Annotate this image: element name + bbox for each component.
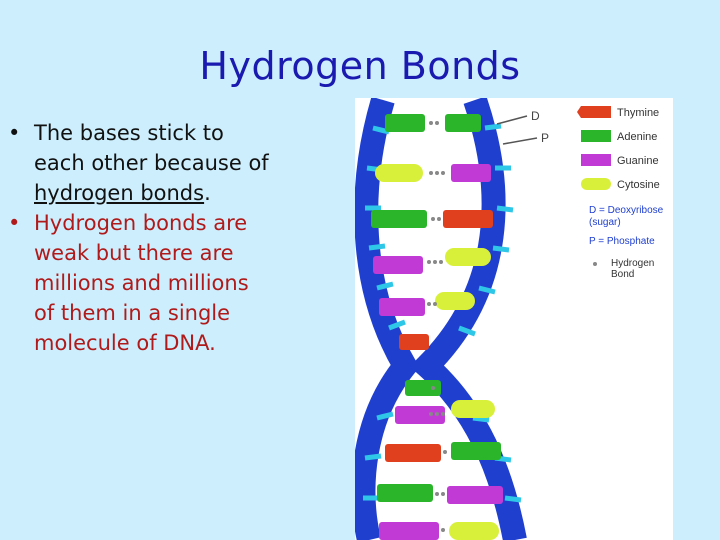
- legend-swatch-thymine: [577, 106, 611, 118]
- bullet-list: • The bases stick to each other because …: [8, 118, 348, 358]
- legend-swatch-cytosine: [581, 178, 611, 190]
- legend-label-cytosine: Cytosine: [617, 179, 660, 191]
- bullet-underlined-term: hydrogen bonds: [34, 181, 205, 205]
- legend-label-thymine: Thymine: [617, 107, 659, 119]
- legend-swatch-adenine: [581, 130, 611, 142]
- bullet-line: weak but there are: [34, 241, 234, 265]
- base-guanine: [451, 164, 491, 182]
- base-cytosine: [445, 248, 491, 266]
- legend-label-guanine: Guanine: [617, 155, 659, 167]
- bullet-line: molecule of DNA.: [34, 331, 216, 355]
- legend-hbond-line1: Hydrogen: [611, 258, 654, 269]
- bullet-item-hydrogen-bonds: • Hydrogen bonds are weak but there are …: [8, 208, 348, 358]
- slide-title: Hydrogen Bonds: [199, 44, 521, 88]
- base-adenine: [371, 210, 427, 228]
- bullet-dot: •: [8, 121, 21, 145]
- base-pairs: [371, 114, 503, 540]
- legend-sugar: (sugar): [589, 217, 621, 228]
- d-label: D: [531, 109, 540, 123]
- backbone-markings: [363, 123, 522, 503]
- base-adenine: [445, 114, 481, 132]
- dna-backbone-left: [355, 98, 420, 540]
- bullet-line: each other because of: [34, 151, 269, 175]
- base-cytosine: [449, 522, 499, 540]
- base-guanine: [379, 522, 439, 540]
- base-guanine: [379, 298, 425, 316]
- dna-helix-graphic: D P Thymine Adenine Guanine Cytosine D =…: [355, 98, 664, 540]
- legend-hbond-dot: [593, 262, 597, 266]
- base-guanine: [373, 256, 423, 274]
- base-cytosine: [435, 292, 475, 310]
- legend-hbond-line2: Bond: [611, 269, 634, 280]
- base-thymine: [385, 444, 441, 462]
- base-adenine: [405, 380, 441, 396]
- legend: Thymine Adenine Guanine Cytosine D = Deo…: [577, 106, 664, 280]
- bullet-line: millions and millions: [34, 271, 249, 295]
- bullet-line: Hydrogen bonds are: [34, 211, 248, 235]
- base-guanine: [395, 406, 445, 424]
- legend-deoxyribose: D = Deoxyribose: [589, 205, 664, 216]
- bullet-item-bases: • The bases stick to each other because …: [8, 118, 348, 208]
- base-thymine: [385, 114, 425, 132]
- base-thymine: [443, 210, 493, 228]
- dna-diagram: D P Thymine Adenine Guanine Cytosine D =…: [355, 98, 673, 540]
- bullet-line: of them in a single: [34, 301, 231, 325]
- dna-backbone-right: [409, 98, 527, 540]
- base-thymine: [399, 334, 429, 350]
- legend-label-adenine: Adenine: [617, 131, 657, 143]
- bullet-period: .: [204, 181, 211, 205]
- p-label: P: [541, 131, 549, 145]
- base-adenine: [451, 442, 501, 460]
- p-pointer-line: [502, 137, 538, 145]
- bullet-line: The bases stick to: [34, 121, 224, 145]
- base-cytosine: [375, 164, 423, 182]
- legend-phosphate: P = Phosphate: [589, 236, 655, 247]
- base-guanine: [447, 486, 503, 504]
- d-pointer-line: [496, 115, 528, 125]
- bullet-dot: •: [8, 211, 21, 235]
- hydrogen-bond-dots: [427, 121, 447, 532]
- base-adenine: [377, 484, 433, 502]
- base-cytosine: [451, 400, 495, 418]
- legend-swatch-guanine: [581, 154, 611, 166]
